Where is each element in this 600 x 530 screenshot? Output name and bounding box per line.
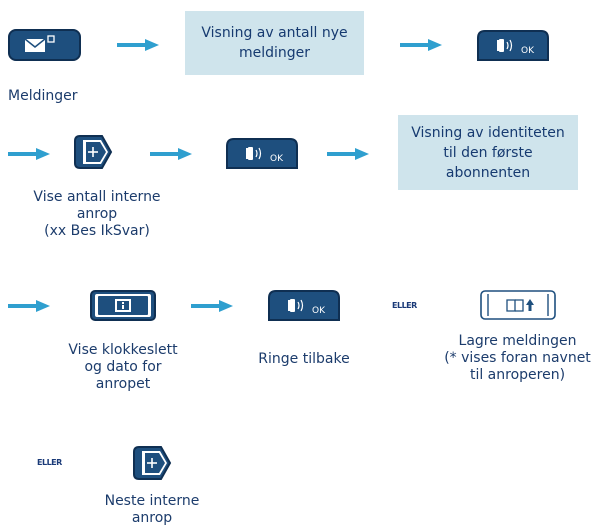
directory-key[interactable] bbox=[480, 290, 556, 320]
ok-key[interactable]: OK bbox=[477, 30, 549, 61]
handset-icon bbox=[497, 39, 504, 52]
arrow-right-icon bbox=[117, 39, 159, 51]
arrow-right-icon bbox=[191, 300, 233, 312]
arrow-right-icon bbox=[8, 148, 50, 160]
svg-text:OK: OK bbox=[312, 306, 326, 316]
info-key-label: Vise klokkeslett og dato for anropet bbox=[68, 342, 178, 392]
next-key-label: Neste interne anrop bbox=[104, 493, 200, 526]
arrow-right-icon bbox=[8, 300, 50, 312]
or-label: ELLER bbox=[392, 301, 417, 310]
directory-key-label: Lagre meldingen (* vises foran navnet ti… bbox=[444, 333, 591, 383]
arrow-right-icon bbox=[327, 148, 369, 160]
handset-icon bbox=[288, 299, 295, 312]
info-box-new-messages: Visning av antall nye meldinger bbox=[185, 11, 364, 75]
ok-key-label: Ringe tilbake bbox=[258, 351, 350, 367]
message-key-label: Meldinger bbox=[8, 88, 78, 104]
info-icon bbox=[115, 299, 131, 312]
next-key[interactable] bbox=[133, 446, 172, 480]
plus-icon bbox=[147, 458, 157, 468]
book-icon bbox=[506, 299, 524, 312]
ok-key[interactable]: OK bbox=[226, 138, 298, 169]
info-box-first-subscriber: Visning av identiteten til den første ab… bbox=[398, 115, 578, 190]
ok-key[interactable]: OK bbox=[268, 290, 340, 321]
envelope-icon bbox=[24, 38, 46, 52]
info-key[interactable] bbox=[90, 290, 156, 321]
svg-text:OK: OK bbox=[270, 154, 284, 164]
svg-text:OK: OK bbox=[521, 46, 535, 56]
plus-icon bbox=[88, 147, 98, 157]
handset-icon bbox=[246, 147, 253, 160]
or-label: ELLER bbox=[37, 458, 62, 467]
next-key[interactable] bbox=[74, 135, 113, 169]
arrow-right-icon bbox=[400, 39, 442, 51]
message-key[interactable] bbox=[8, 29, 81, 61]
next-key-label: Vise antall interne anrop (xx Bes IkSvar… bbox=[33, 189, 161, 239]
up-arrow-icon bbox=[526, 299, 534, 311]
arrow-right-icon bbox=[150, 148, 192, 160]
